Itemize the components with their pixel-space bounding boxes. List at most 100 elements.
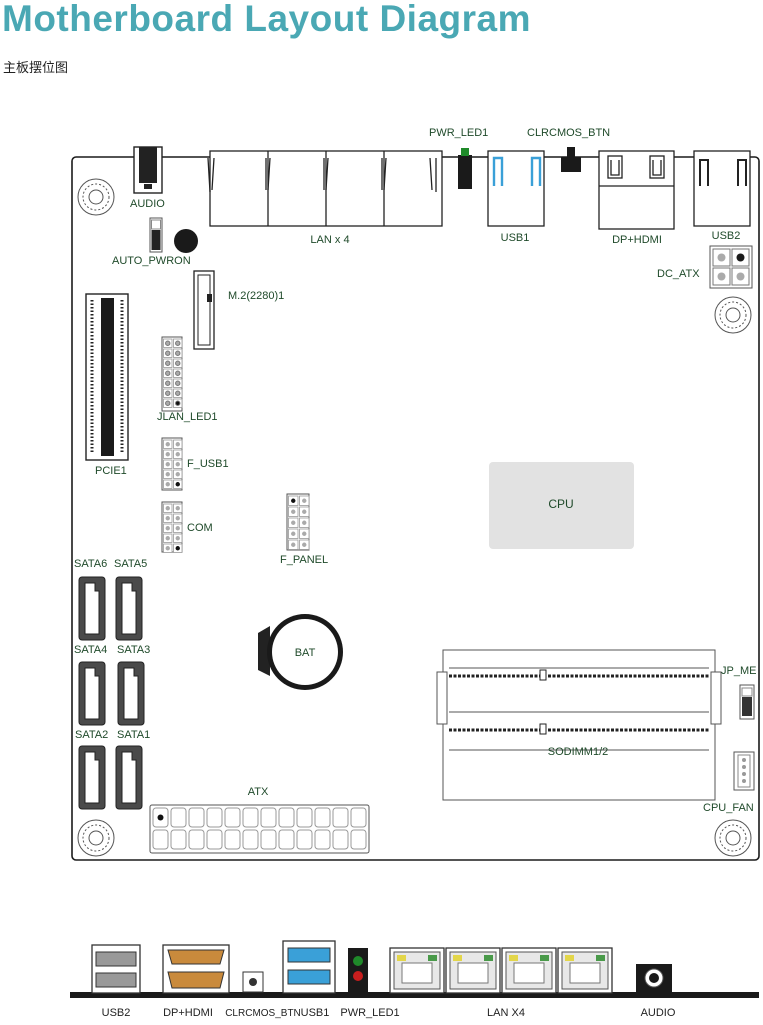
pwr-led1-component	[458, 148, 472, 189]
cpu-fan-header	[733, 751, 755, 791]
header-pin-dot	[165, 506, 170, 511]
label-cpu: CPU	[548, 497, 574, 511]
atx-pin	[206, 829, 223, 850]
rear-lan-led-green	[428, 955, 437, 961]
sata-connector-slot	[121, 582, 137, 635]
atx-pin	[242, 807, 259, 828]
rear-label-pwr-led1: PWR_LED1	[340, 1007, 400, 1019]
rear-lan-led-yellow	[565, 955, 574, 961]
atx-pin	[350, 829, 367, 850]
atx-pin	[242, 829, 259, 850]
header-pin-dot	[175, 462, 180, 467]
rear-label-dp-hdmi: DP+HDMI	[163, 1007, 213, 1019]
page-subtitle: 主板摆位图	[3, 61, 69, 76]
header-pin-dot	[175, 506, 180, 511]
header-pin-dot	[165, 536, 170, 541]
sata-connector-slot	[121, 751, 137, 804]
com-header	[161, 501, 183, 553]
atx-pin	[350, 807, 367, 828]
rear-label-usb2: USB2	[101, 1007, 131, 1019]
usb1-port	[487, 150, 545, 227]
dp-hdmi-ports	[598, 150, 675, 230]
rear-clrcmos-button	[242, 971, 264, 993]
label-f-usb1: F_USB1	[187, 458, 229, 470]
label-clrcmos-btn: CLRCMOS_BTN	[527, 127, 611, 139]
page-title: Motherboard Layout Diagram	[2, 0, 531, 39]
header-pin-dot	[175, 370, 181, 376]
label-usb2: USB2	[711, 230, 741, 242]
atx-pin	[278, 807, 295, 828]
rear-label-clrcmos-btn: CLRCMOS_BTN	[225, 1008, 301, 1019]
atx-pin	[296, 829, 313, 850]
atx-pin	[332, 829, 349, 850]
header-pin-dot	[165, 546, 170, 551]
m2-slot	[193, 270, 215, 350]
clrcmos-button-component	[561, 147, 581, 172]
header-pin-dot	[165, 380, 171, 386]
header-pin-dot	[175, 516, 180, 521]
usb2-port	[693, 150, 751, 227]
header-pin-dot	[165, 482, 170, 487]
atx-pin	[152, 829, 169, 850]
atx-pin	[314, 829, 331, 850]
rear-label-audio: AUDIO	[640, 1007, 676, 1019]
atx-pin	[170, 829, 187, 850]
header-pin-dot	[175, 526, 180, 531]
header-pin-dot	[165, 350, 171, 356]
label-usb1: USB1	[500, 232, 530, 244]
atx-pin	[170, 807, 187, 828]
rear-lan-jack	[569, 962, 601, 984]
dc-atx-connector	[709, 245, 753, 289]
atx-pin	[260, 807, 277, 828]
header-pin-dot	[175, 546, 180, 551]
atx-pin	[224, 807, 241, 828]
label-bat: BAT	[294, 647, 316, 659]
atx-pin1-marker	[157, 814, 164, 821]
rear-dp-hdmi-port	[162, 944, 230, 994]
mount-hole-bottom-right	[714, 819, 752, 857]
atx-pin	[188, 807, 205, 828]
header-pin-dot	[175, 442, 180, 447]
header-pin-dot	[165, 452, 170, 457]
rear-lan-led-green	[540, 955, 549, 961]
header-pin-dot	[175, 472, 180, 477]
label-m2: M.2(2280)1	[228, 290, 285, 302]
header-pin-dot	[302, 520, 307, 525]
label-jlan-led1: JLAN_LED1	[157, 411, 218, 423]
header-pin-dot	[175, 452, 180, 457]
rear-usb2-port	[91, 944, 141, 994]
atx-pin	[332, 807, 349, 828]
rear-lan-led-yellow	[509, 955, 518, 961]
header-pin-dot	[302, 531, 307, 536]
atx-connector	[149, 804, 370, 854]
sata-connector-slot	[123, 667, 139, 720]
rear-lan-jack	[457, 962, 489, 984]
mount-hole-top-left	[77, 178, 115, 216]
header-pin-dot	[175, 380, 181, 386]
label-f-panel: F_PANEL	[280, 554, 329, 566]
rear-lan-led-green	[596, 955, 605, 961]
sata-connector-slot	[84, 582, 100, 635]
header-pin-dot	[175, 536, 180, 541]
label-sata3: SATA3	[117, 644, 151, 656]
header-pin-dot	[165, 442, 170, 447]
header-pin-dot	[291, 509, 296, 514]
header-pin-dot	[165, 360, 171, 366]
rear-lan-led-yellow	[453, 955, 462, 961]
header-pin-dot	[165, 516, 170, 521]
label-auto-pwron: AUTO_PWRON	[112, 255, 191, 267]
cpu-chip	[489, 462, 634, 549]
atx-pin	[278, 829, 295, 850]
atx-pin	[224, 829, 241, 850]
header-pin-dot	[165, 340, 171, 346]
rear-label-usb1: USB1	[300, 1007, 330, 1019]
f-panel-header	[286, 493, 310, 551]
header-pin-dot	[291, 531, 296, 536]
header-pin-dot	[175, 400, 181, 406]
header-pin-dot	[175, 350, 181, 356]
jp-me-jumper	[739, 684, 755, 720]
atx-pin	[314, 807, 331, 828]
label-dc-atx: DC_ATX	[657, 268, 700, 280]
header-pin-dot	[165, 390, 171, 396]
